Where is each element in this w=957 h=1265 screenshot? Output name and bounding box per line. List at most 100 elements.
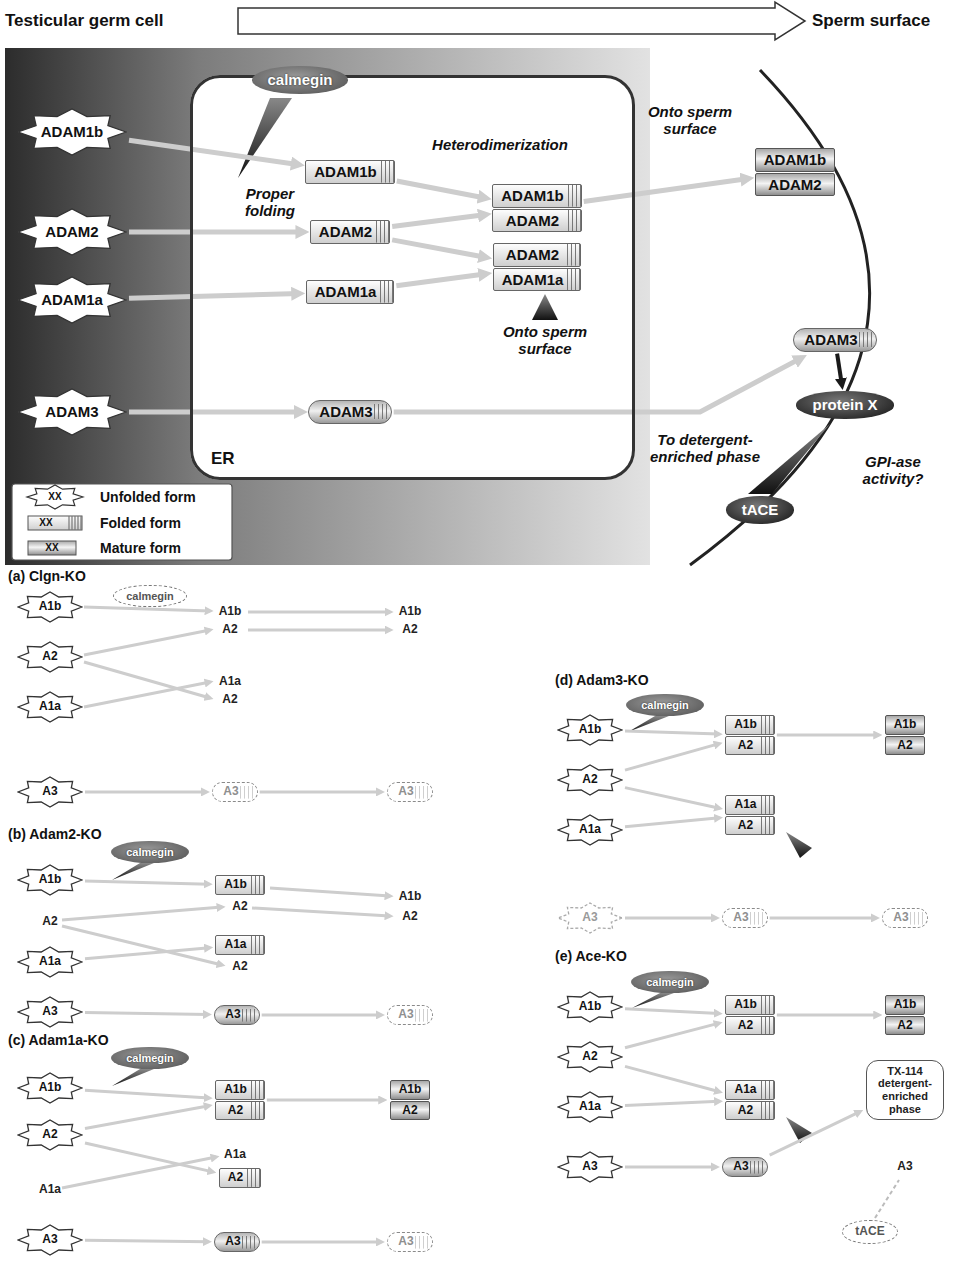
faint-arrow [62, 926, 222, 965]
node-text: TX-114 detergent-enriched phase [870, 1065, 940, 1116]
faint-arrow [84, 682, 210, 707]
sperm-membrane [690, 70, 870, 565]
transport-arrow [777, 734, 879, 737]
node-text: ADAM1a [306, 280, 395, 303]
mature-protein: A1bA2 [885, 995, 926, 1036]
chaperone-oval: calmegin [631, 971, 709, 994]
node-text: A1b [725, 995, 775, 1015]
legend-folded-sample [28, 516, 82, 530]
transport-arrow [625, 1101, 719, 1105]
node-text: A2 [725, 1016, 775, 1036]
transport-arrow [267, 1099, 384, 1102]
absent-adam3: A3 [212, 782, 257, 802]
unfolded-protein: A3 [557, 1151, 623, 1183]
heading-text: Sperm surface [812, 11, 930, 31]
protein-label: A2 [222, 623, 237, 637]
transport-arrow [129, 230, 304, 235]
wedge-arrow [238, 98, 292, 178]
unfolded-protein: ADAM1a [17, 276, 127, 324]
transport-arrow [625, 1066, 719, 1091]
node-text: A3 [42, 1005, 57, 1019]
transport-arrow [392, 240, 486, 258]
legend-star-sample [27, 485, 83, 509]
transport-arrow [396, 274, 486, 286]
chaperone-oval: calmegin [252, 66, 347, 93]
folded-protein: A1aA2 [725, 795, 774, 836]
node-text: A1a [579, 823, 601, 837]
node-text: A3 [212, 782, 257, 802]
transport-arrow [129, 140, 299, 164]
transport-arrow [625, 731, 719, 734]
absent-adam3: A3 [387, 1232, 432, 1252]
folded-protein: A1a [215, 935, 264, 955]
node-text: A1b [579, 723, 602, 737]
node-text: A2 [582, 1050, 597, 1064]
node-text: A2 [215, 1101, 265, 1121]
star-outline [18, 209, 126, 255]
chaperone-oval: calmegin [111, 841, 189, 864]
node-text: A1a [39, 700, 61, 714]
node-text: A1b [39, 600, 62, 614]
wedge-arrows [112, 98, 830, 1143]
faint-arrow [270, 888, 390, 896]
legend-sample-text: XX [48, 491, 61, 503]
transport-arrow [837, 354, 842, 386]
absent-adam3: A3 [882, 908, 927, 928]
star-outline [558, 1042, 622, 1072]
node-text: A1a [39, 955, 61, 969]
node-text: A2 [725, 736, 775, 756]
transport-arrow [625, 916, 716, 919]
faint-arrow [84, 662, 210, 698]
transport-arrow [129, 293, 300, 298]
mature-protein: A1bA2 [390, 1080, 431, 1121]
chaperone-oval: calmegin [626, 694, 704, 717]
unfolded-protein: A3 [17, 1224, 83, 1256]
process-label: GPI-ase activity? [856, 453, 931, 488]
unfolded-protein: A3 [17, 996, 83, 1028]
transport-arrow [85, 881, 209, 884]
surface-protein-oval: protein X [796, 391, 893, 418]
star-outline [18, 997, 82, 1027]
process-label: Proper folding [238, 185, 302, 220]
unfolded-protein: A1b [17, 1072, 83, 1104]
protein-label: A1b [399, 605, 422, 619]
node-text: A2 [219, 1168, 261, 1188]
node-text: ADAM2 [45, 223, 98, 240]
faint-arrow [248, 611, 390, 614]
star-outline [18, 777, 82, 807]
node-text: A1a [215, 935, 264, 955]
process-label: To detergent-enriched phase [644, 431, 766, 466]
protein-label: A1b [399, 890, 422, 904]
transport-arrow [584, 178, 749, 201]
star-outline [558, 715, 622, 745]
node-text: A3 [582, 911, 597, 925]
mature-protein: ADAM1bADAM2 [755, 148, 836, 196]
transport-arrow [262, 1240, 382, 1243]
absent-adam3: A3 [387, 782, 432, 802]
star-outline [558, 992, 622, 1022]
protein-label: A2 [232, 900, 247, 914]
node-text: A1b [725, 715, 775, 735]
node-text: calmegin [646, 976, 694, 989]
surface-protein-oval: tACE [726, 496, 795, 523]
heading-text: Testicular germ cell [5, 11, 163, 31]
node-text: ADAM3 [45, 403, 98, 420]
transport-arrow [625, 1023, 719, 1048]
node-text: A2 [582, 773, 597, 787]
mature-protein: A1bA2 [885, 715, 926, 756]
folded-protein: ADAM1a [306, 280, 395, 303]
transport-arrow [85, 1240, 208, 1241]
transport-arrow [85, 948, 209, 959]
er-compartment: ERADAM1bADAM2ADAM1aADAM3ADAM1bADAM2ADAM2… [190, 75, 635, 480]
wedge-arrow [532, 294, 558, 320]
transport-arrow [397, 181, 487, 198]
node-text: A3 [582, 1160, 597, 1174]
process-label: Onto sperm surface [643, 103, 738, 138]
transport-arrow [625, 744, 719, 770]
star-outline [558, 765, 622, 795]
wedge-arrow [786, 1117, 812, 1143]
folded-adam3: ADAM3 [793, 328, 876, 351]
node-text: ADAM2 [492, 209, 582, 232]
star-outline [558, 815, 622, 845]
folded-protein: A1bA2 [725, 715, 775, 756]
